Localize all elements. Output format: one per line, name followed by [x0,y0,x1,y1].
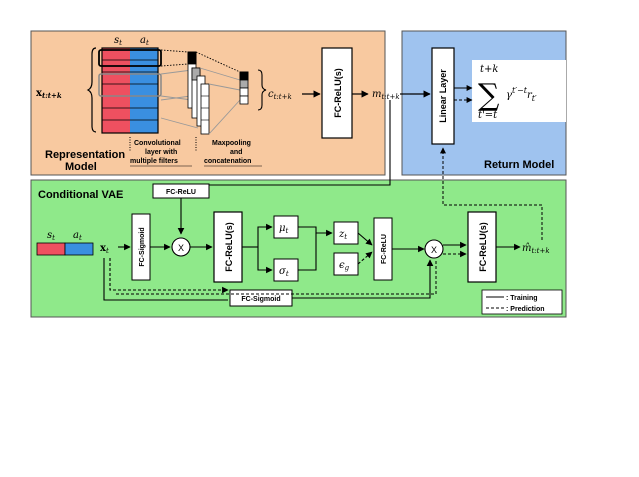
sum-bottom: t'=t [478,110,498,121]
st-label-top: st [114,35,122,47]
conv-filter-stacks [187,51,210,135]
maxpool-gray-lines [199,67,241,135]
st-bar [36,242,66,256]
multiply-node-2 [424,239,444,259]
mu-label: μt [279,223,289,235]
linear-layer-label: Linear Layer [438,69,448,123]
maxpool-caption-3: concatenation [204,158,251,165]
m-label: mt:t+k [372,89,400,101]
maxpool-caption-2: and [230,149,242,156]
fc-sigmoid-vert-label: FC-Sigmoid [139,227,146,266]
conv-caption-1: Convolutional [134,140,181,147]
legend-training: : Training [506,295,538,302]
at-bar [64,242,94,256]
rep-fc-relu-label: FC-ReLU(s) [333,68,343,118]
cvae-fc-relu-box-2 [467,211,497,283]
cvae-fc-relu-label-1: FC-ReLU(s) [224,222,234,272]
at-label-top: at [140,35,149,47]
sum-symbol: ∑ [478,78,500,113]
multiply-1-label: X [178,243,184,253]
conv-caption-3: multiple filters [130,158,178,165]
conv-caption-2: layer with [145,149,177,156]
cvae-fc-relu-label-2: FC-ReLU(s) [478,222,488,272]
return-title: Return Model [484,159,554,171]
maxpool-vector [239,71,249,105]
representation-title-2: Model [65,161,97,173]
linear-layer-box [431,47,455,145]
z-label: zt [338,229,347,241]
rep-fc-relu-box [321,47,353,139]
st-label-cvae: st [47,230,55,242]
representation-title-1: Representation [45,149,125,161]
input-matrix [98,47,162,134]
xt-label: xt [100,243,109,255]
multiply-2-label: X [431,245,437,255]
maxpool-dotted-lines [195,51,241,73]
x-input-label: xt:t+k [36,88,62,100]
legend-prediction: : Prediction [506,306,545,313]
cvae-title: Conditional VAE [38,189,123,201]
maxpool-brace [257,69,267,111]
eps-label: ϵg [339,260,350,272]
maxpool-caption-1: Maxpooling [212,140,251,147]
fc-relu-top-label: FC-ReLU [166,189,196,196]
fc-relu-small-label: FC-ReLU [381,234,388,264]
return-expr-bg [472,60,566,122]
sigma-label: σt [279,266,289,278]
fc-sigmoid-horiz-label: FC-Sigmoid [241,296,280,303]
input-brace [86,47,97,133]
sum-top: t+k [480,64,498,75]
at-label-cvae: at [73,230,82,242]
cvae-fc-relu-box-1 [213,211,243,283]
legend-box [481,289,563,315]
